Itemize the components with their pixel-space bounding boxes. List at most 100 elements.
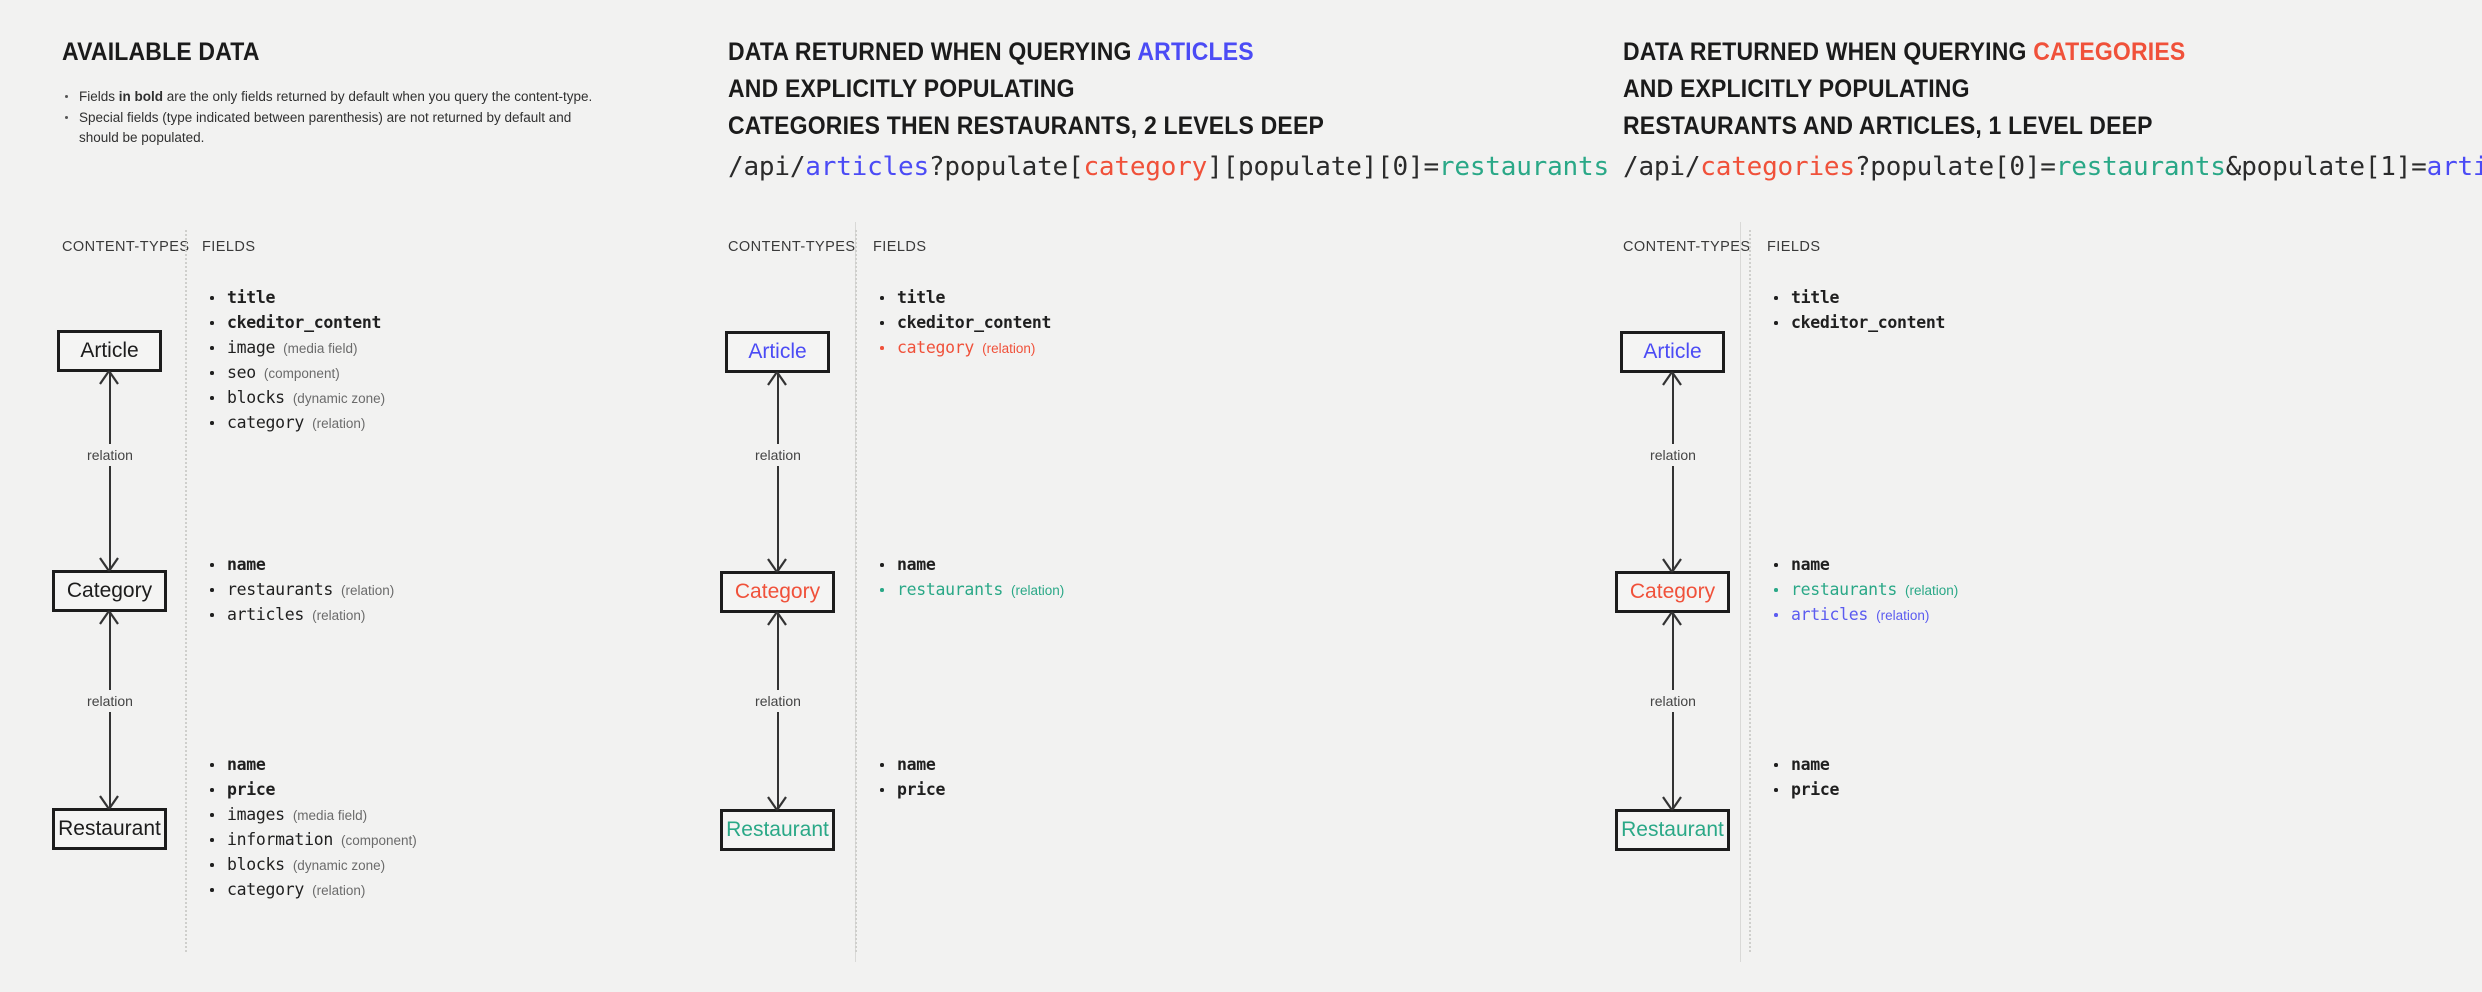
panel-0-heading-line-1: AVAILABLE DATA (62, 38, 260, 66)
arrow-down-icon (766, 557, 788, 573)
panel-query-categories: DATA RETURNED WHEN QUERYING CATEGORIES A… (1615, 0, 2482, 992)
field-name: images (227, 805, 285, 824)
node-label: Restaurant (58, 817, 161, 840)
panel-2-colheader-content-types: CONTENT-TYPES (1623, 239, 1751, 255)
field-name: articles (1791, 605, 1869, 624)
arrow-down-icon (766, 795, 788, 811)
field-name: name (897, 555, 936, 574)
field-row: images(media field) (205, 802, 417, 827)
field-type: (dynamic zone) (292, 391, 386, 406)
field-row: ckeditor_content (205, 310, 385, 335)
field-type: (media field) (283, 341, 358, 356)
panel-1-column-divider (855, 230, 857, 952)
heading-text: AND EXPLICITLY POPULATING (728, 75, 1075, 103)
arrow-up-icon (1661, 611, 1683, 626)
field-name: ckeditor_content (1791, 313, 1946, 332)
field-name: price (1791, 780, 1840, 799)
field-row: price (1769, 777, 1839, 802)
connector-article-category (1672, 373, 1674, 571)
field-row: category(relation) (875, 335, 1051, 360)
field-row: image (media field) (205, 335, 385, 360)
heading-keyword: CATEGORIES (2033, 38, 2186, 66)
field-row: articles (relation) (1769, 602, 1958, 627)
arrow-up-icon (766, 371, 788, 386)
fieldlist-restaurant: name price (1769, 752, 1839, 802)
panel-2-colheader-fields: FIELDS (1767, 239, 1821, 255)
panel-2-heading-line-2: AND EXPLICITLY POPULATING (1623, 73, 1970, 105)
field-row: category(relation) (205, 877, 417, 902)
node-label: Restaurant (726, 818, 829, 841)
arrow-up-icon (766, 611, 788, 626)
url-token: &populate[1]= (2225, 152, 2427, 182)
field-name: title (1791, 288, 1840, 307)
panel-1-colheader-content-types: CONTENT-TYPES (728, 239, 856, 255)
field-type: (relation) (312, 608, 366, 623)
panel-available-data: AVAILABLE DATA Fields in bold are the on… (0, 0, 855, 992)
arrow-down-icon (1661, 557, 1683, 573)
node-restaurant[interactable]: Restaurant (720, 809, 835, 851)
note-prefix: Fields (79, 89, 119, 104)
panel-0-colheader-content-types: CONTENT-TYPES (62, 239, 190, 255)
field-name: ckeditor_content (897, 313, 1052, 332)
panel-2-column-divider (1749, 230, 1751, 952)
field-row: name (875, 752, 945, 777)
panel-1-heading-line-2: AND EXPLICITLY POPULATING (728, 73, 1075, 105)
panel-2-heading-line-1: DATA RETURNED WHEN QUERYING CATEGORIES (1623, 36, 2185, 68)
fieldlist-article: title ckeditor_content category(relation) (875, 285, 1051, 360)
url-token: categories (1700, 152, 1855, 182)
field-row: restaurants(relation) (875, 577, 1064, 602)
field-name: category (227, 413, 305, 432)
field-row: name (205, 752, 417, 777)
relation-label: relation (749, 444, 807, 466)
fieldlist-category: name restaurants(relation) (875, 552, 1064, 602)
arrow-down-icon (98, 556, 120, 572)
node-category[interactable]: Category (1615, 571, 1730, 613)
connector-article-category (109, 372, 111, 570)
panel-0-notes: Fields in bold are the only fields retur… (62, 87, 602, 149)
field-type: (component) (340, 833, 417, 848)
node-article[interactable]: Article (57, 330, 162, 372)
field-type: (relation) (312, 416, 366, 431)
field-row: name (1769, 752, 1839, 777)
field-name: price (227, 780, 276, 799)
note-suffix: are the only fields returned by default … (163, 89, 593, 104)
node-label: Category (66, 579, 153, 602)
field-type: (dynamic zone) (292, 858, 386, 873)
arrow-up-icon (98, 610, 120, 625)
panel-0-colheader-fields: FIELDS (202, 239, 256, 255)
node-restaurant[interactable]: Restaurant (1615, 809, 1730, 851)
field-row: restaurants(relation) (205, 577, 394, 602)
node-category[interactable]: Category (52, 570, 167, 612)
heading-text: RESTAURANTS AND ARTICLES, 1 LEVEL DEEP (1623, 112, 2153, 140)
node-article[interactable]: Article (1620, 331, 1725, 373)
url-token: restaurants (2055, 152, 2226, 182)
arrow-up-icon (1661, 371, 1683, 386)
heading-text: DATA RETURNED WHEN QUERYING CATEGORIES (1623, 38, 2186, 66)
field-row: title (875, 285, 1051, 310)
field-name: ckeditor_content (227, 313, 382, 332)
node-label: Article (1643, 340, 1702, 363)
arrow-down-icon (1661, 795, 1683, 811)
url-token: ?populate[0]= (1854, 152, 2056, 182)
field-row: title (205, 285, 385, 310)
field-row: seo(component) (205, 360, 385, 385)
heading-keyword: ARTICLES (1137, 38, 1254, 66)
url-token: /api/ (728, 152, 806, 182)
field-row: name (875, 552, 1064, 577)
url-token: /api/ (1623, 152, 1701, 182)
panel-1-heading-line-3: CATEGORIES THEN RESTAURANTS, 2 LEVELS DE… (728, 110, 1324, 142)
field-name: image (227, 338, 276, 357)
field-type: (relation) (1876, 608, 1930, 623)
field-type: (relation) (982, 341, 1036, 356)
node-article[interactable]: Article (725, 331, 830, 373)
node-category[interactable]: Category (720, 571, 835, 613)
field-name: restaurants (227, 580, 333, 599)
heading-text: AND EXPLICITLY POPULATING (1623, 75, 1970, 103)
relation-label: relation (749, 690, 807, 712)
node-restaurant[interactable]: Restaurant (52, 808, 167, 850)
node-label: Restaurant (1621, 818, 1724, 841)
url-token: ?populate[ (928, 152, 1084, 182)
